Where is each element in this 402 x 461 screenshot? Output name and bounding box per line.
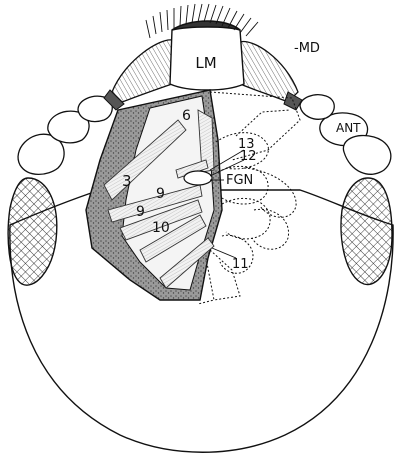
label-mandible: -MD	[294, 41, 320, 56]
label-muscle-9-upper: 9	[156, 186, 165, 202]
left-mandible	[112, 40, 178, 102]
label-frontal-ganglion: FGN	[226, 173, 253, 188]
right-compound-eye	[341, 178, 392, 285]
label-muscle-13: 13	[238, 137, 255, 152]
label-antenna: ANT	[336, 121, 361, 135]
label-muscle-3: 3	[122, 172, 132, 190]
label-muscle-11: 11	[232, 257, 249, 272]
left-antenna	[18, 96, 112, 174]
label-muscle-10: 10	[152, 220, 170, 236]
label-muscle-6: 6	[182, 108, 191, 124]
label-muscle-9-lower: 9	[136, 204, 145, 220]
frontal-ganglion	[184, 171, 212, 185]
label-labrum: LM	[195, 54, 216, 72]
